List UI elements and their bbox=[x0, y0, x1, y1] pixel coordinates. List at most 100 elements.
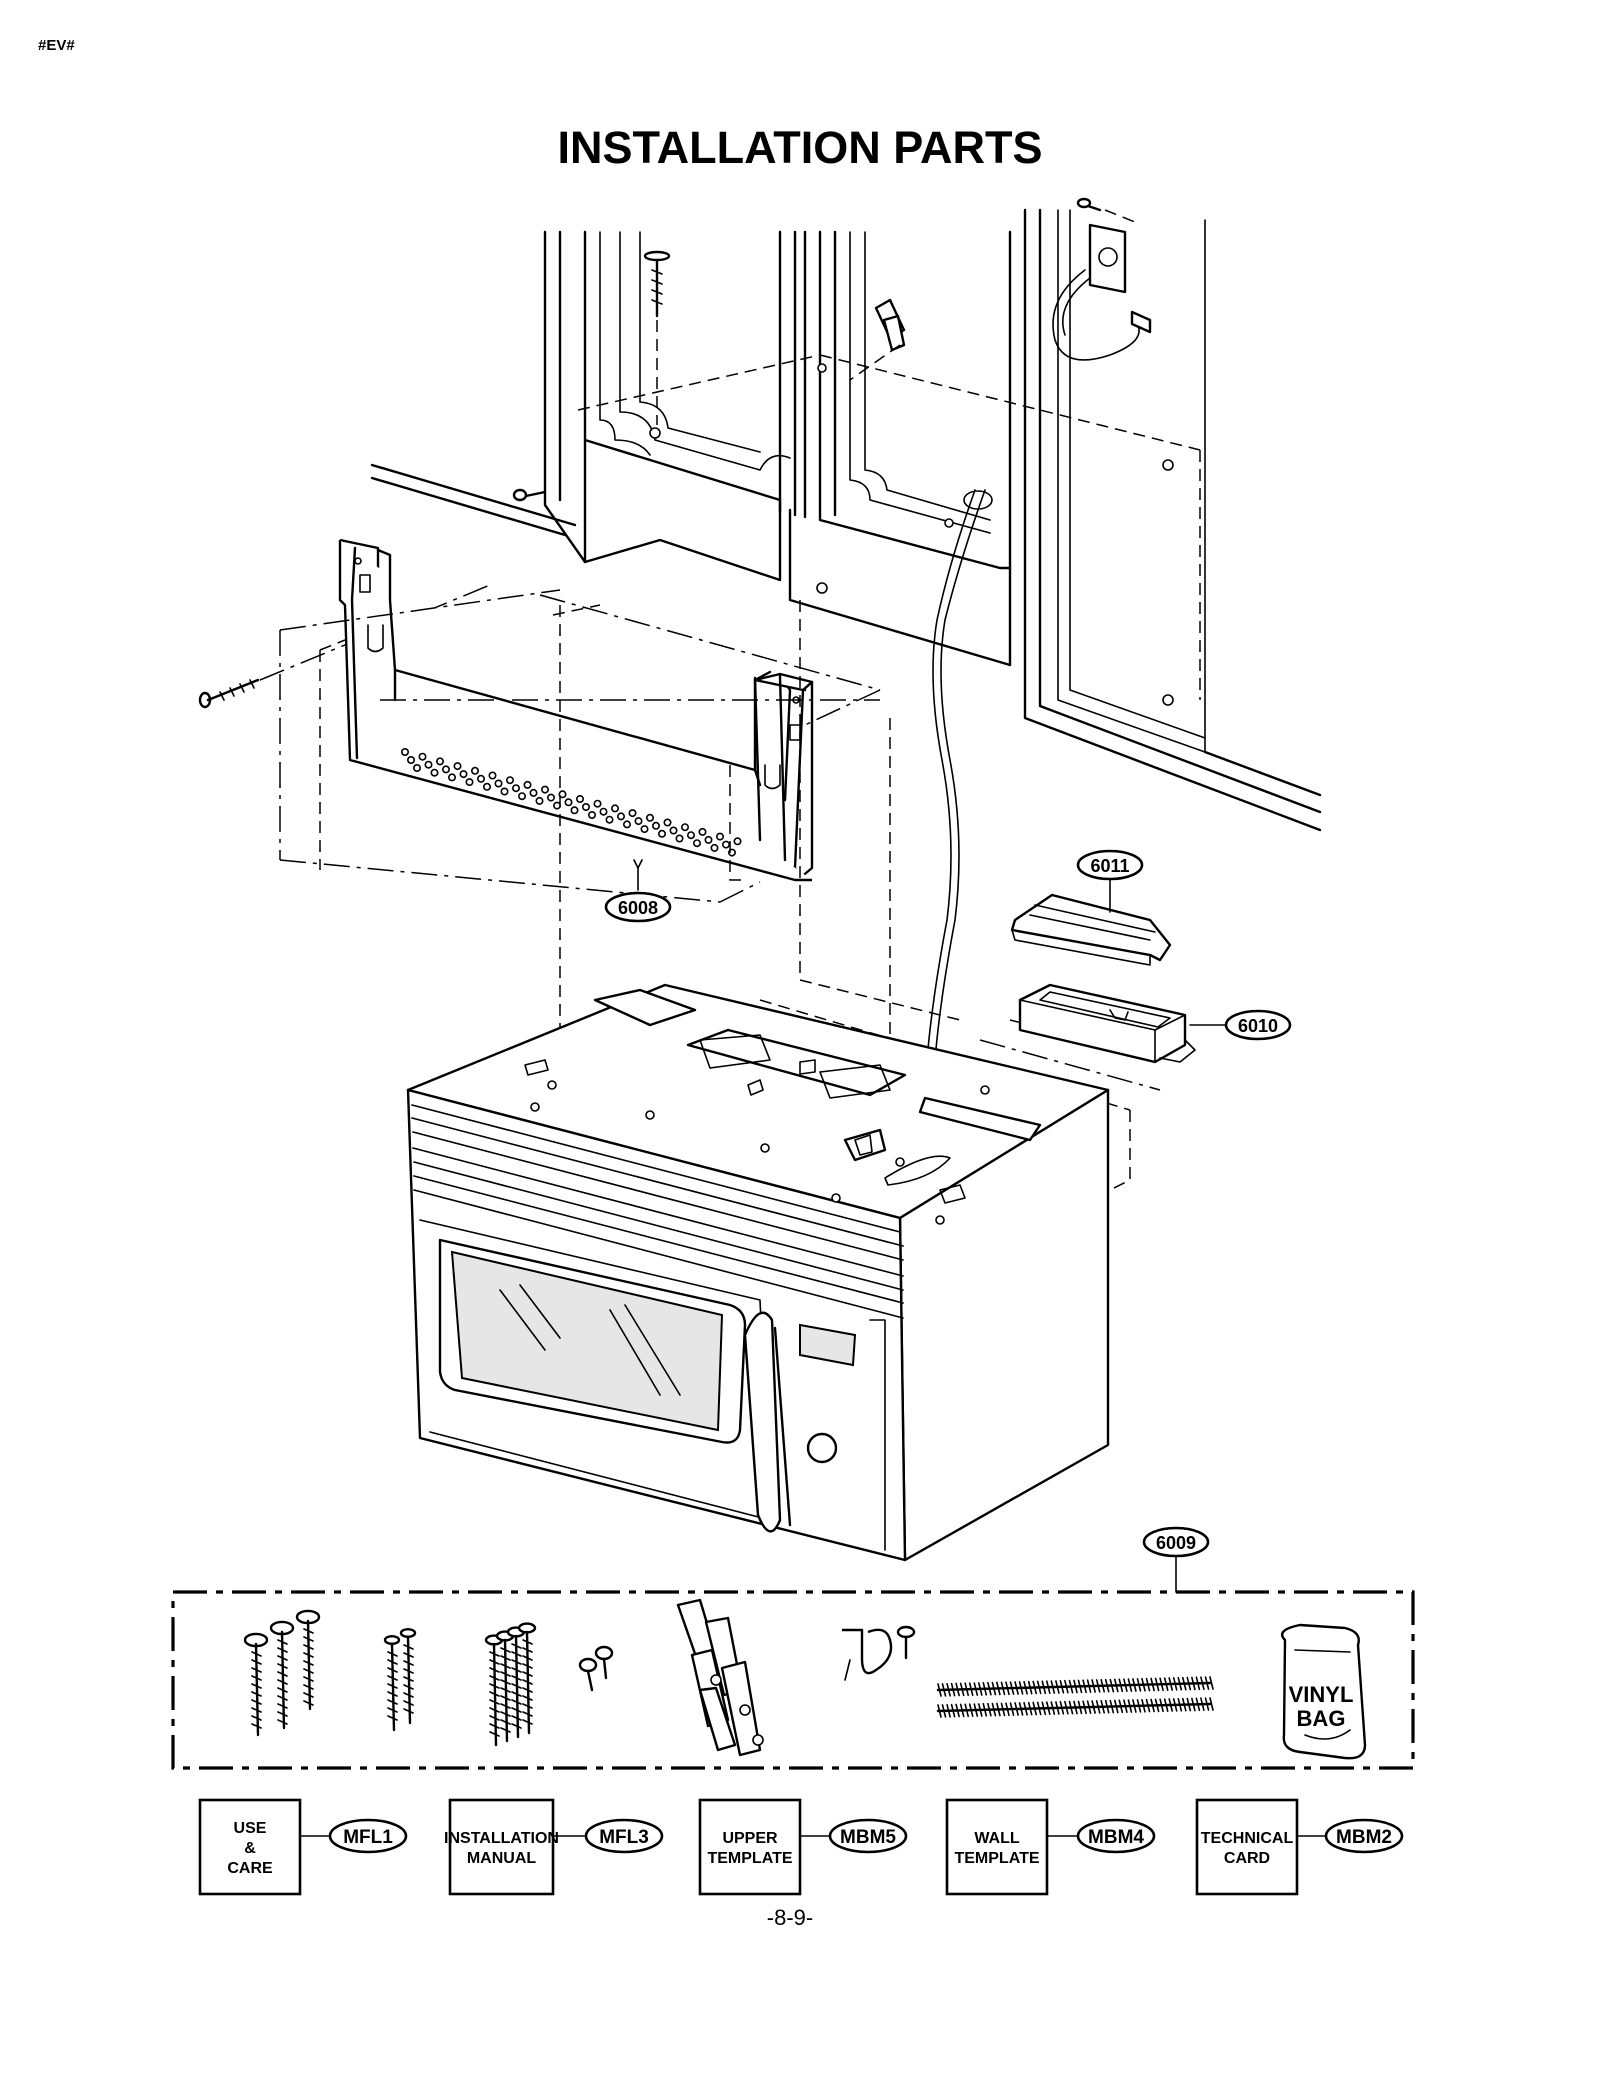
document-box bbox=[945, 1798, 1049, 1896]
document-code-label: MBM2 bbox=[1336, 1827, 1392, 1848]
plate-hole bbox=[669, 826, 678, 835]
plate-hole bbox=[558, 790, 567, 799]
plate-hole bbox=[412, 763, 421, 772]
document-box-label: CARE bbox=[227, 1860, 273, 1877]
plate-hole bbox=[733, 837, 742, 846]
plate-hole bbox=[494, 779, 503, 788]
plate-hole bbox=[634, 817, 643, 826]
document-box-label: & bbox=[244, 1840, 256, 1857]
plate-hole bbox=[552, 801, 561, 810]
installation-kit-box bbox=[171, 1549, 1415, 1770]
plate-hole bbox=[430, 768, 439, 777]
callout-6011-label: 6011 bbox=[1090, 856, 1129, 876]
plate-hole bbox=[546, 793, 555, 802]
document-box-label: WALL bbox=[974, 1830, 1020, 1847]
duct-cover-part bbox=[1010, 893, 1172, 966]
plate-hole bbox=[587, 810, 596, 819]
plate-hole bbox=[645, 813, 654, 822]
plate-hole bbox=[459, 770, 468, 779]
callout-6008: 6008 bbox=[604, 859, 672, 923]
document-item: INSTALLATION MANUAL MFL3 bbox=[444, 1798, 664, 1896]
plate-hole bbox=[663, 818, 672, 827]
document-box-label: MANUAL bbox=[467, 1850, 537, 1867]
document-code-label: MBM5 bbox=[840, 1827, 896, 1848]
document-code-label: MFL1 bbox=[343, 1827, 393, 1848]
plate-hole bbox=[418, 752, 427, 761]
callout-6009: 6009 bbox=[1142, 1526, 1210, 1558]
document-box-label: TEMPLATE bbox=[954, 1850, 1039, 1867]
callout-6009-label: 6009 bbox=[1156, 1533, 1196, 1553]
document-box bbox=[1195, 1798, 1299, 1896]
toggle-wing bbox=[698, 1686, 737, 1752]
plate-hole bbox=[622, 820, 631, 829]
plate-hole bbox=[511, 784, 520, 793]
page-number: -8-9- bbox=[767, 1905, 813, 1930]
mounting-plate bbox=[338, 538, 814, 882]
plate-hole bbox=[424, 760, 433, 769]
document-code-label: MFL3 bbox=[599, 1827, 649, 1848]
document-box bbox=[698, 1798, 802, 1896]
plate-hole bbox=[406, 755, 415, 764]
plate-hole bbox=[435, 757, 444, 766]
plate-hole bbox=[453, 762, 462, 771]
document-code-label: MBM4 bbox=[1088, 1827, 1144, 1848]
plate-hole bbox=[675, 834, 684, 843]
document-item: UPPER TEMPLATE MBM5 bbox=[698, 1798, 908, 1896]
vinyl-bag-label-line2: BAG bbox=[1297, 1706, 1346, 1731]
plate-hole bbox=[564, 798, 573, 807]
spring-strip bbox=[937, 1697, 1214, 1718]
duct-base-part bbox=[1018, 983, 1196, 1064]
plate-hole bbox=[692, 839, 701, 848]
plate-hole bbox=[599, 807, 608, 816]
plate-hole bbox=[710, 843, 719, 852]
kit-hardware bbox=[243, 1598, 1214, 1757]
plate-hole bbox=[441, 765, 450, 774]
document-box-label: TEMPLATE bbox=[707, 1850, 792, 1867]
plate-hole bbox=[605, 815, 614, 824]
plate-hole bbox=[704, 835, 713, 844]
wall-cabinets bbox=[370, 208, 1322, 832]
plate-hole bbox=[575, 794, 584, 803]
plate-hole bbox=[470, 766, 479, 775]
plate-hole bbox=[465, 778, 474, 787]
callout-6010-label: 6010 bbox=[1238, 1016, 1278, 1036]
spring-strip bbox=[937, 1676, 1214, 1697]
plate-hole bbox=[640, 825, 649, 834]
plate-hole bbox=[616, 812, 625, 821]
plate-hole bbox=[476, 774, 485, 783]
vinyl-bag-label-line1: VINYL bbox=[1289, 1682, 1354, 1707]
plate-hole bbox=[500, 787, 509, 796]
document-item: WALL TEMPLATE MBM4 bbox=[945, 1798, 1156, 1896]
plate-hole bbox=[715, 832, 724, 841]
document-box-label: CARD bbox=[1224, 1850, 1270, 1867]
plate-hole bbox=[447, 773, 456, 782]
document-box-label: INSTALLATION bbox=[444, 1830, 559, 1847]
plate-hole bbox=[523, 780, 532, 789]
document-box-label: TECHNICAL bbox=[1201, 1830, 1294, 1847]
document-box-label: UPPER bbox=[722, 1830, 778, 1847]
plate-hole bbox=[628, 809, 637, 818]
plate-hole bbox=[570, 806, 579, 815]
plate-hole bbox=[529, 788, 538, 797]
document-box bbox=[448, 1798, 555, 1896]
callout-6011: 6011 bbox=[1076, 849, 1144, 913]
callout-6008-label: 6008 bbox=[618, 898, 658, 918]
document-code-oval bbox=[328, 1818, 408, 1854]
plate-hole bbox=[593, 799, 602, 808]
plate-hole bbox=[680, 823, 689, 832]
document-item: TECHNICAL CARD MBM2 bbox=[1195, 1798, 1404, 1896]
plate-hole bbox=[721, 840, 730, 849]
page-title: INSTALLATION PARTS bbox=[558, 122, 1043, 173]
document-code-oval bbox=[1324, 1818, 1404, 1854]
microwave-oven bbox=[406, 983, 1110, 1562]
plate-hole bbox=[482, 782, 491, 791]
document-code-oval bbox=[584, 1818, 664, 1854]
power-outlet bbox=[1052, 223, 1152, 361]
plate-hole bbox=[581, 802, 590, 811]
document-code-oval bbox=[828, 1818, 908, 1854]
plate-hole bbox=[505, 776, 514, 785]
plate-hole bbox=[698, 827, 707, 836]
document-box bbox=[198, 1798, 302, 1896]
